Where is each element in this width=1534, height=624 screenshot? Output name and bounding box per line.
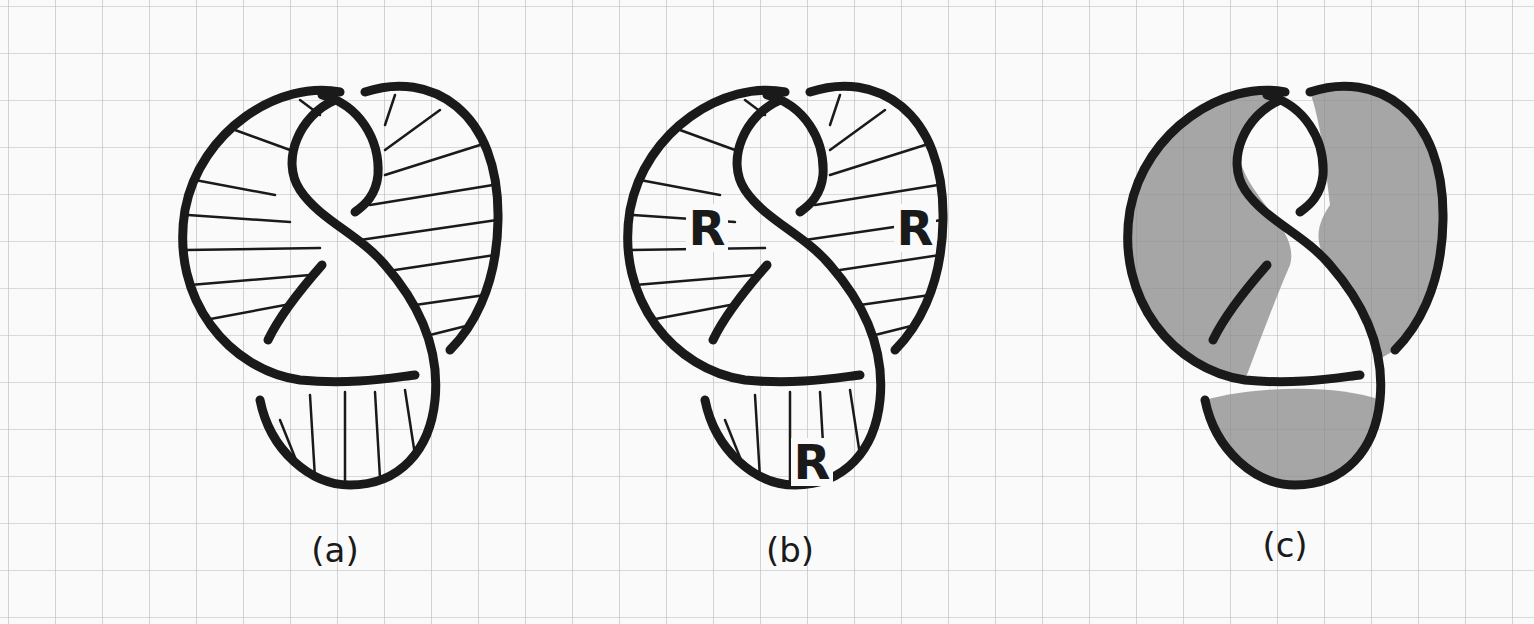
region-label: R (791, 438, 834, 486)
figure-caption: (b) (766, 533, 814, 567)
region-label: R (686, 204, 729, 252)
figure-caption: (a) (311, 533, 358, 567)
figure-caption: (c) (1262, 528, 1307, 562)
region-label: R (894, 204, 937, 252)
